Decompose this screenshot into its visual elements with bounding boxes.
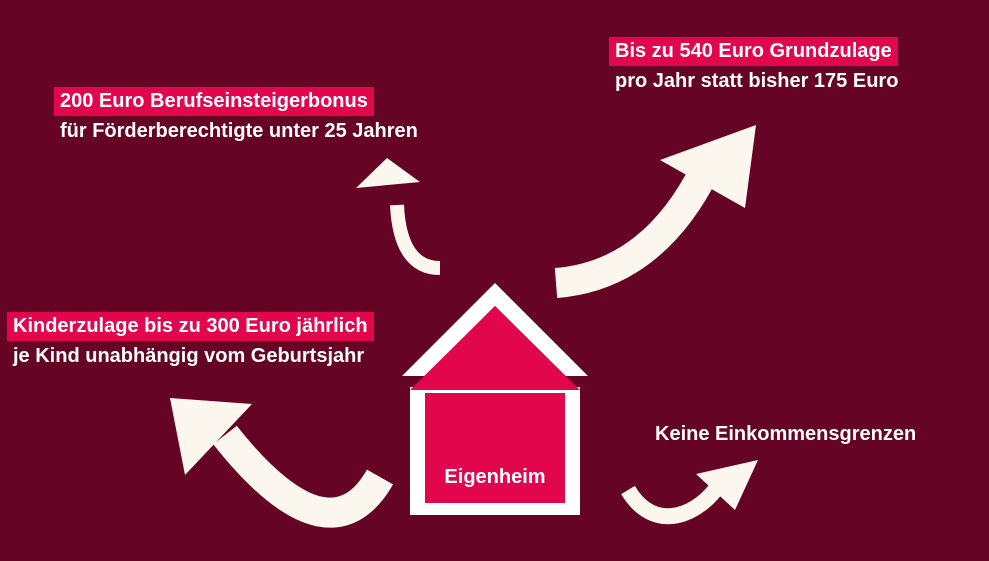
arrow-berufseinsteiger-icon (356, 158, 441, 275)
arrow-grundzulage-icon (554, 125, 756, 298)
benefit-headline: 200 Euro Berufseinsteigerbonus (54, 87, 374, 116)
benefit-detail: für Förderberechtigte unter 25 Jahren (60, 120, 418, 142)
benefit-einkommensgrenzen: Keine Einkommensgrenzen (655, 421, 916, 447)
benefit-detail: Keine Einkommensgrenzen (655, 423, 917, 445)
benefit-kinderzulage: Kinderzulage bis zu 300 Euro jährlich je… (7, 312, 374, 369)
benefit-headline: Bis zu 540 Euro Grundzulage (609, 37, 898, 66)
benefit-grundzulage: Bis zu 540 Euro Grundzulage pro Jahr sta… (609, 37, 898, 94)
benefit-headline: Kinderzulage bis zu 300 Euro jährlich (7, 312, 374, 341)
arrow-einkommen-icon (621, 460, 758, 525)
house-icon (402, 283, 588, 515)
benefit-detail: pro Jahr statt bisher 175 Euro (615, 70, 899, 92)
arrow-kinderzulage-icon (170, 398, 394, 528)
benefit-berufseinsteigerbonus: 200 Euro Berufseinsteigerbonus für Förde… (54, 87, 418, 144)
benefit-detail: je Kind unabhängig vom Geburtsjahr (13, 345, 365, 367)
house-label: Eigenheim (444, 466, 546, 488)
